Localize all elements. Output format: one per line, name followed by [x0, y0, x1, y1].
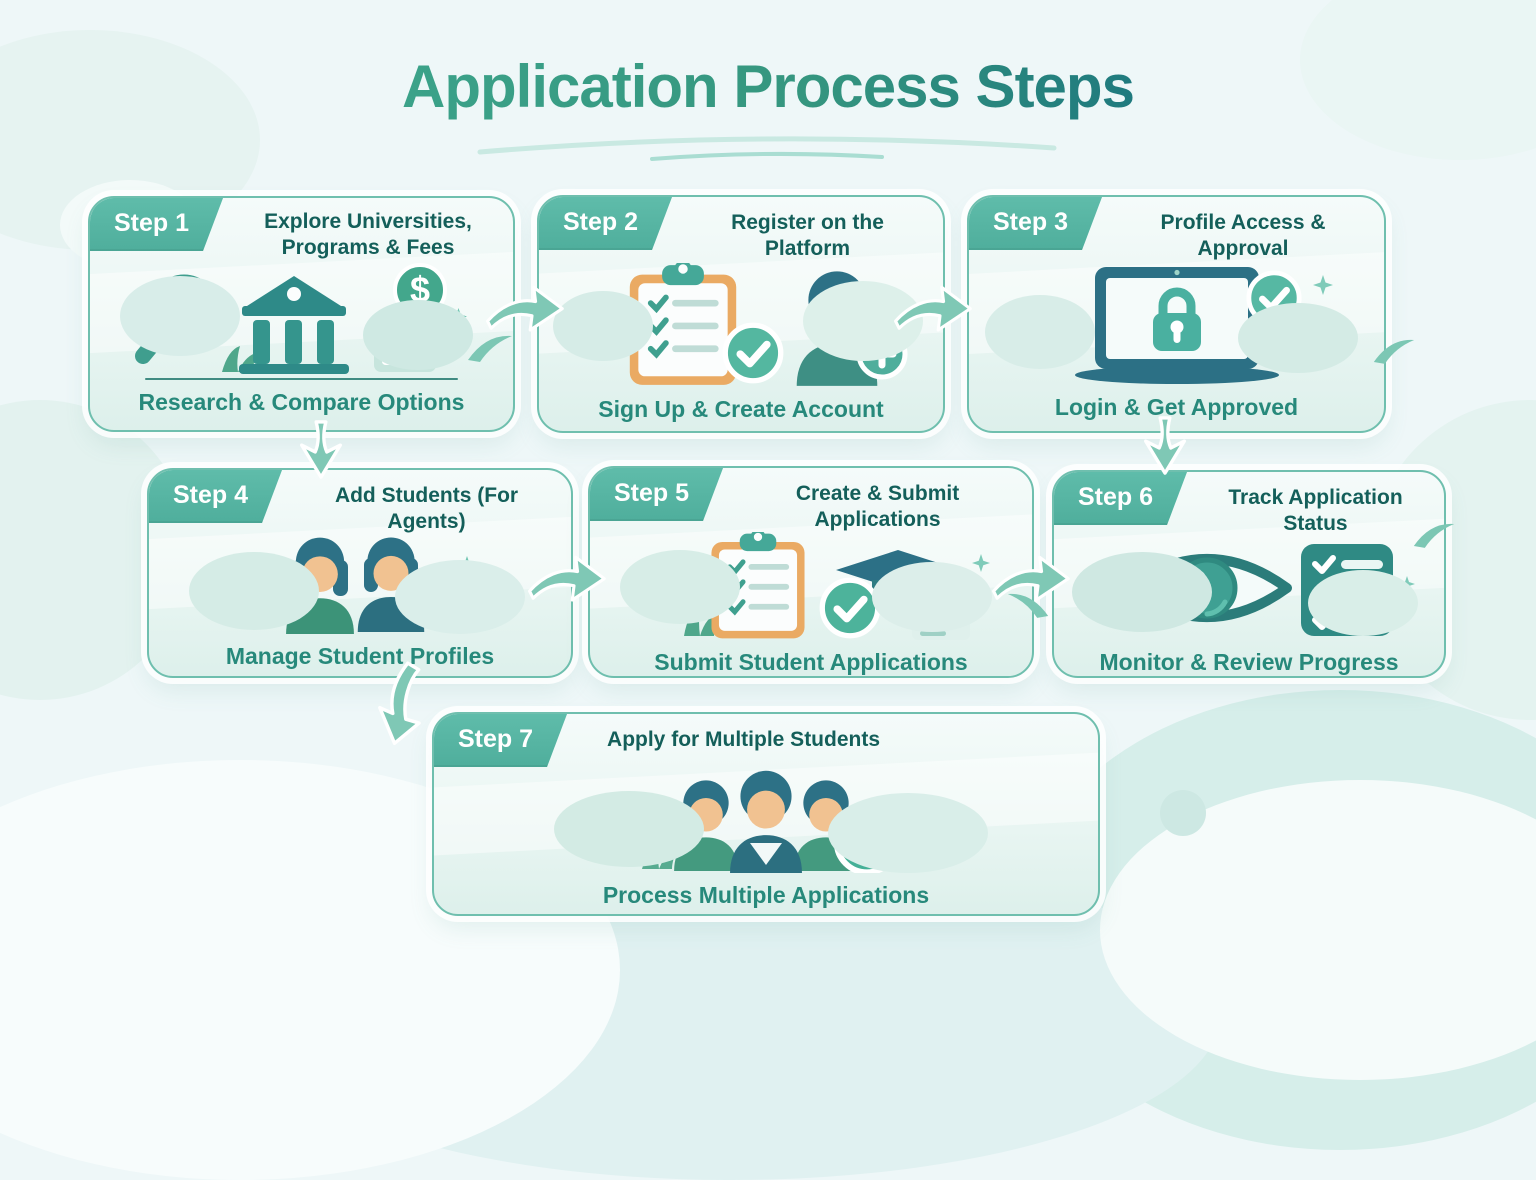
- step-4-illustration: [149, 534, 571, 635]
- step-6-badge: Step 6: [1054, 472, 1187, 525]
- university-building-icon: [238, 276, 349, 375]
- step-4-caption: Manage Student Profiles: [225, 643, 495, 670]
- arrow-step1-to-step2: [486, 285, 564, 332]
- step-2-card: Step 2 Register on the Platform Sign Up …: [537, 195, 945, 433]
- step-7-illustration: [434, 767, 1098, 873]
- step-5-card: Step 5 Create & Submit Applications: [588, 466, 1034, 678]
- step-7-header: Step 7 Apply for Multiple Students: [434, 714, 1098, 767]
- cloud-blob: [363, 300, 473, 371]
- cloud-blob: [395, 560, 525, 635]
- step-6-badge-label: Step 6: [1078, 483, 1154, 511]
- step-5-illustration: [590, 532, 1032, 641]
- step-2-illustration: [539, 261, 943, 387]
- divider-line: [144, 378, 458, 380]
- sparkle-icon: [1312, 275, 1333, 296]
- step-4-badge-label: Step 4: [173, 481, 249, 509]
- step-1-title: Explore Universities, Programs & Fees: [264, 210, 472, 259]
- step-3-caption: Login & Get Approved: [1054, 394, 1299, 421]
- cloud-blob: [872, 562, 992, 633]
- background-dot: [1160, 790, 1206, 836]
- step-3-header: Step 3 Profile Access & Approval: [969, 197, 1384, 261]
- lock-icon: [1152, 287, 1201, 352]
- collar: [750, 843, 782, 865]
- step-4-card: Step 4 Add Students (For Agents) Manage …: [147, 468, 573, 678]
- cloud-blob: [620, 550, 740, 625]
- step-1-illustration: $: [90, 260, 513, 378]
- cloud-blob: [120, 276, 240, 357]
- arrow-step3-to-step6: [1143, 416, 1187, 475]
- arrow-step2-to-step3: [894, 285, 972, 332]
- cloud-blob: [828, 793, 988, 873]
- cloud-blob: [553, 291, 653, 362]
- step-5-title: Create & Submit Applications: [795, 482, 960, 531]
- title-underline-swoosh: [477, 136, 1057, 161]
- step-3-card: Step 3 Profile Access & Approval: [967, 195, 1386, 433]
- step-2-header: Step 2 Register on the Platform: [539, 197, 943, 261]
- step-5-badge: Step 5: [590, 468, 723, 521]
- leaf-accent-icon: [1007, 593, 1049, 618]
- step-1-badge: Step 1: [90, 198, 223, 251]
- step-3-badge-label: Step 3: [993, 208, 1069, 236]
- check-circle-icon: [725, 325, 780, 380]
- step-4-header: Step 4 Add Students (For Agents): [149, 470, 571, 534]
- step-2-title: Register on the Platform: [731, 211, 884, 260]
- step-3-badge: Step 3: [969, 197, 1102, 250]
- student-avatar-icon: [730, 770, 802, 873]
- leaf-accent-icon: [1373, 339, 1415, 364]
- step-7-badge-label: Step 7: [458, 725, 534, 753]
- step-6-caption: Monitor & Review Progress: [1099, 649, 1399, 676]
- cloud-blob: [189, 552, 319, 631]
- step-2-caption: Sign Up & Create Account: [598, 396, 884, 423]
- step-1-card: Step 1 Explore Universities, Programs & …: [88, 196, 515, 432]
- step-4-title: Add Students (For Agents): [334, 484, 519, 533]
- step-1-caption: Research & Compare Options: [138, 389, 465, 415]
- step-3-icons: [1050, 267, 1340, 385]
- step-1-badge-label: Step 1: [114, 209, 190, 237]
- step-5-header: Step 5 Create & Submit Applications: [590, 468, 1032, 532]
- cloud-blob: [985, 295, 1095, 370]
- step-7-badge: Step 7: [434, 714, 567, 767]
- cloud-blob: [1072, 552, 1212, 633]
- check-circle-icon: [822, 580, 877, 635]
- cloud-blob: [1308, 570, 1418, 637]
- sparkle-icon: [972, 554, 990, 573]
- cloud-blob: [1238, 303, 1358, 374]
- step-6-card: Step 6 Track Application Status: [1052, 470, 1446, 678]
- step-2-badge: Step 2: [539, 197, 672, 250]
- step-5-badge-label: Step 5: [614, 479, 690, 507]
- step-2-badge-label: Step 2: [563, 208, 639, 236]
- leaf-accent-icon: [1413, 523, 1455, 548]
- arrow-step4-to-step7: [378, 661, 421, 746]
- step-6-title: Track Application Status: [1228, 486, 1403, 535]
- arrow-step4-to-step5: [528, 555, 606, 602]
- step-6-header: Step 6 Track Application Status: [1054, 472, 1444, 536]
- step-7-card: Step 7 Apply for Multiple Students Proce…: [432, 712, 1100, 916]
- arrow-step5-to-step6: [992, 555, 1070, 602]
- step-7-title: Apply for Multiple Students: [607, 728, 881, 751]
- step-7-caption: Process Multiple Applications: [602, 882, 930, 908]
- step-3-illustration: [969, 261, 1384, 385]
- step-4-badge: Step 4: [149, 470, 282, 523]
- step-6-illustration: [1054, 536, 1444, 640]
- step-1-header: Step 1 Explore Universities, Programs & …: [90, 198, 513, 260]
- cloud-blob: [554, 791, 704, 867]
- arrow-step1-to-step4: [299, 420, 343, 479]
- leaf-accent-icon: [468, 335, 512, 362]
- step-3-title: Profile Access & Approval: [1160, 211, 1326, 260]
- page-title: Application Process Steps: [402, 53, 1135, 120]
- step-5-caption: Submit Student Applications: [654, 649, 968, 676]
- svg-text:$: $: [409, 269, 429, 310]
